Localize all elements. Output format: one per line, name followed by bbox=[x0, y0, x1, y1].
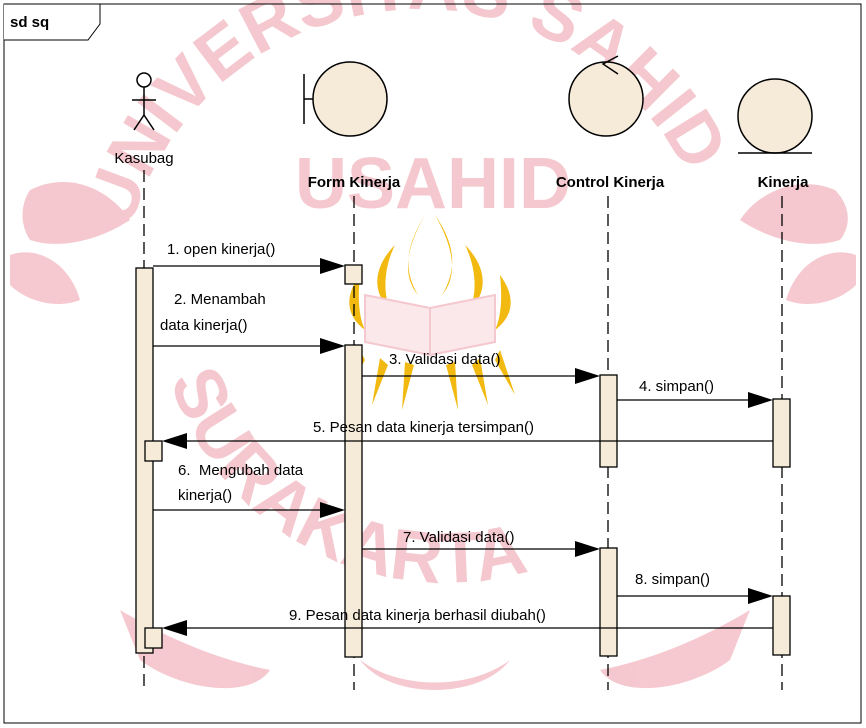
watermark-book-icon bbox=[365, 295, 495, 355]
arrowhead-icon bbox=[748, 588, 773, 604]
participant-name: Kinerja bbox=[758, 174, 810, 191]
watermark-blob-left2 bbox=[10, 252, 80, 304]
watermark-blob-bottom-right bbox=[600, 610, 750, 688]
message-label: 7. Validasi data() bbox=[403, 529, 514, 546]
message-label: 3. Validasi data() bbox=[389, 351, 500, 368]
arrowhead-icon bbox=[748, 392, 773, 408]
participant-name: Form Kinerja bbox=[308, 174, 401, 191]
watermark-blob-bottom-center bbox=[360, 660, 510, 690]
message-1[interactable]: 1. open kinerja() bbox=[153, 241, 345, 274]
message-label: 1. open kinerja() bbox=[167, 241, 275, 258]
arrowhead-icon bbox=[162, 433, 187, 449]
arrowhead-icon bbox=[162, 620, 187, 636]
message-label-line1: 2. Menambah bbox=[174, 291, 266, 308]
message-label-line1: 6. Mengubah data bbox=[178, 462, 304, 479]
activation-kasubag-return2 bbox=[145, 628, 162, 648]
message-8[interactable]: 8. simpan() bbox=[617, 571, 773, 604]
message-4[interactable]: 4. simpan() bbox=[617, 378, 773, 408]
activation-control-1 bbox=[600, 375, 617, 467]
message-label: 5. Pesan data kinerja tersimpan() bbox=[313, 419, 534, 436]
participant-name: Kasubag bbox=[114, 150, 173, 167]
message-label-line2: kinerja() bbox=[178, 487, 232, 504]
activation-form-open bbox=[345, 265, 362, 284]
participant-name: Control Kinerja bbox=[556, 174, 665, 191]
frame-label: sd sq bbox=[10, 14, 49, 31]
activation-kasubag-return1 bbox=[145, 441, 162, 461]
arrowhead-icon bbox=[575, 368, 600, 384]
arrowhead-icon bbox=[575, 541, 600, 557]
boundary-icon bbox=[304, 62, 387, 136]
entity-icon bbox=[738, 79, 812, 153]
message-9[interactable]: 9. Pesan data kinerja berhasil diubah() bbox=[162, 607, 773, 636]
activation-kinerja-2 bbox=[773, 596, 790, 655]
message-label: 4. simpan() bbox=[639, 378, 714, 395]
activation-control-2 bbox=[600, 548, 617, 656]
message-label-line2: data kinerja() bbox=[160, 317, 248, 334]
participant-kinerja[interactable]: Kinerja bbox=[738, 79, 812, 191]
message-label: 9. Pesan data kinerja berhasil diubah() bbox=[289, 607, 546, 624]
watermark-blob-right2 bbox=[786, 252, 856, 304]
message-2[interactable]: 2. Menambah data kinerja() bbox=[153, 291, 345, 354]
message-label: 8. simpan() bbox=[635, 571, 710, 588]
activation-kinerja-1 bbox=[773, 399, 790, 467]
arrowhead-icon bbox=[320, 258, 345, 274]
arrowhead-icon bbox=[320, 338, 345, 354]
watermark-blob-right bbox=[740, 184, 848, 244]
